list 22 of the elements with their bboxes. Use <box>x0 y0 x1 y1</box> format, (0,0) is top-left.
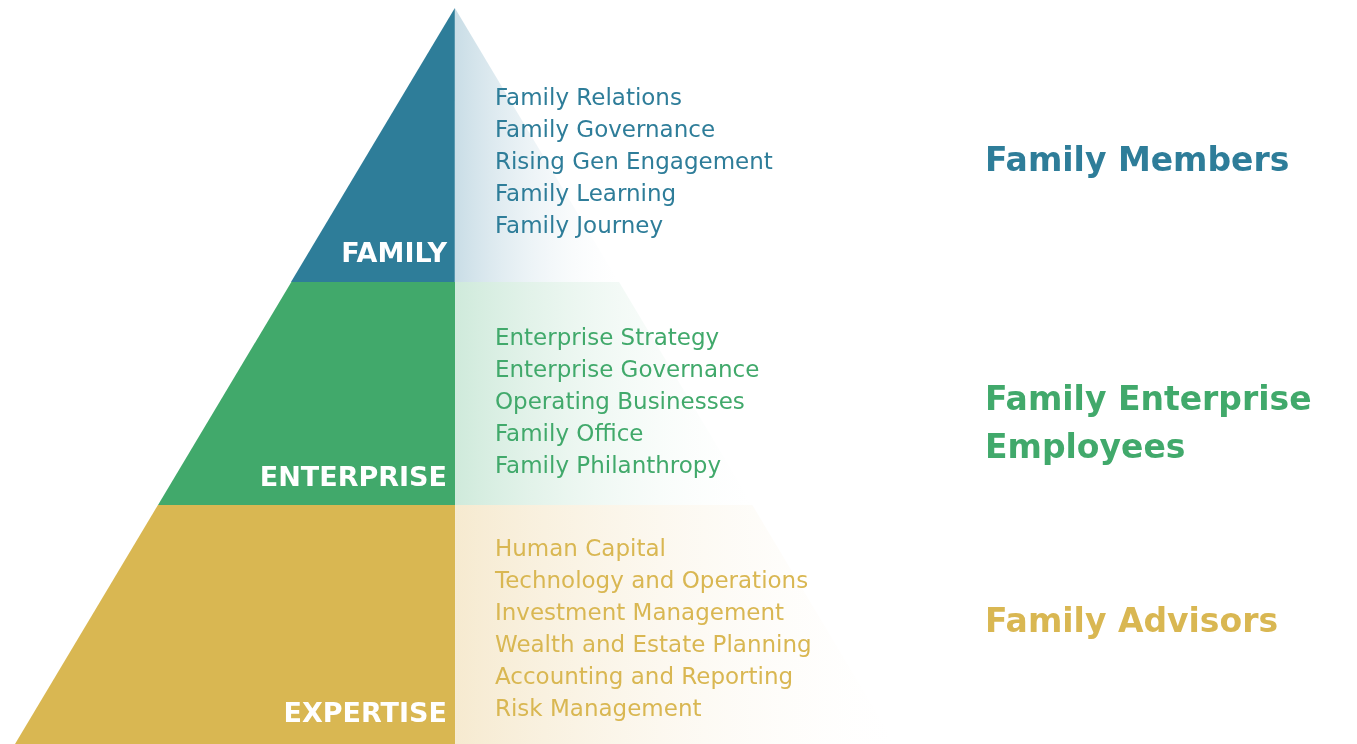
audience-label: Family Advisors <box>985 600 1280 642</box>
list-item: Rising Gen Engagement <box>495 147 773 176</box>
audience-label: Family Enterprise Employees <box>985 378 1313 468</box>
list-item: Technology and Operations <box>495 566 809 595</box>
list-item: Risk Management <box>495 694 702 723</box>
audience-label: Family Members <box>985 139 1291 181</box>
tier-title: ENTERPRISE <box>259 461 447 493</box>
list-item: Operating Businesses <box>495 387 745 416</box>
list-item: Enterprise Strategy <box>495 323 720 352</box>
tier-title: FAMILY <box>341 237 447 269</box>
tier-title: EXPERTISE <box>283 697 447 729</box>
list-item: Investment Management <box>495 598 785 627</box>
list-item: Accounting and Reporting <box>495 662 794 691</box>
list-item: Family Philanthropy <box>495 451 722 480</box>
list-item: Family Office <box>495 419 644 448</box>
list-item: Family Journey <box>495 211 664 240</box>
list-item: Family Governance <box>495 115 716 144</box>
list-item: Human Capital <box>495 534 666 563</box>
list-item: Family Relations <box>495 83 682 112</box>
list-item: Family Learning <box>495 179 677 208</box>
list-item: Wealth and Estate Planning <box>495 630 812 659</box>
list-item: Enterprise Governance <box>495 355 760 384</box>
